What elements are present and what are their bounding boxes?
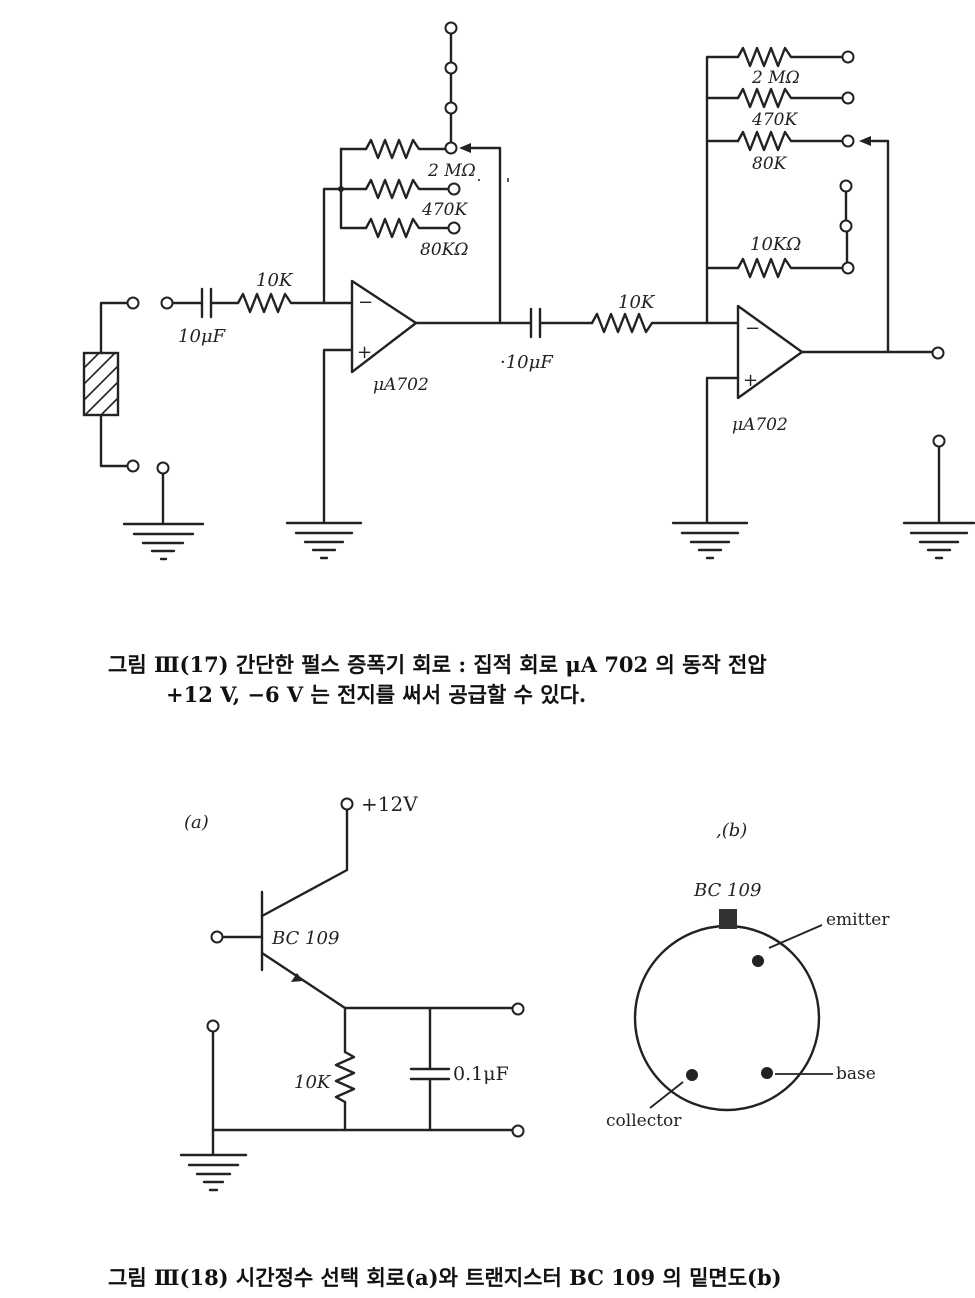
mid-resistor-label: 10K bbox=[618, 292, 656, 313]
figure-17-caption-line1: 그림 Ⅲ(17) 간단한 펄스 증폭기 회로 : 집적 회로 μA 702 의 … bbox=[108, 652, 767, 677]
input-terminals bbox=[156, 296, 174, 525]
figure-17-caption-line2: +12 V, −6 V 는 전지를 써서 공급할 수 있다. bbox=[166, 682, 587, 707]
op-amp-1-plus: + bbox=[357, 342, 372, 363]
ground-symbol-2 bbox=[285, 521, 363, 560]
figure-18-caption-text: 그림 Ⅲ(18) 시간정수 선택 회로(a)와 트랜지스터 BC 109 의 밑… bbox=[108, 1265, 782, 1290]
ground-symbol-1 bbox=[122, 522, 205, 561]
bc109-bottom-view: ,(b) BC 109 emitter base collector bbox=[606, 820, 890, 1131]
collector-label: collector bbox=[606, 1111, 682, 1131]
mid-resistor bbox=[590, 312, 709, 334]
coupling-capacitor bbox=[498, 307, 594, 339]
tab-marker bbox=[719, 909, 737, 929]
feedback-2m-label: 2 MΩ bbox=[427, 161, 476, 181]
op-amp-1-minus: − bbox=[358, 292, 373, 313]
output-ground-terminal bbox=[902, 434, 975, 560]
resistor-label: 10K bbox=[294, 1072, 332, 1093]
feedback-network-2 bbox=[705, 46, 890, 354]
op-amp-1 bbox=[322, 279, 502, 524]
supply-label: +12V bbox=[361, 792, 418, 816]
emitter-label: emitter bbox=[826, 910, 890, 930]
panel-b-label: ,(b) bbox=[716, 820, 747, 841]
base-label: base bbox=[836, 1064, 876, 1084]
rc-network bbox=[211, 1002, 525, 1138]
input-resistor bbox=[236, 292, 326, 314]
emitter-pin bbox=[752, 955, 764, 967]
bc109-transistor bbox=[222, 808, 349, 1010]
panel-a-label: (a) bbox=[184, 812, 209, 833]
feedback-470k-label: 470K bbox=[421, 200, 468, 220]
feedback2-470k-label: 470K bbox=[751, 110, 798, 130]
coupling-capacitor-label: ·10μF bbox=[500, 352, 554, 373]
op-amp-1-label: μA702 bbox=[373, 375, 429, 395]
bottom-view-title: BC 109 bbox=[693, 880, 761, 901]
input-resistor-label: 10K bbox=[256, 270, 294, 291]
feedback2-2m-label: 2 MΩ bbox=[751, 68, 800, 88]
collector-pin bbox=[686, 1069, 698, 1081]
ground-symbol-3 bbox=[671, 521, 749, 560]
op-amp-2-label: μA702 bbox=[732, 415, 788, 435]
ground-symbol-4 bbox=[179, 1019, 248, 1192]
op-amp-2-plus: + bbox=[743, 370, 758, 391]
feedback2-80k-label: 80K bbox=[752, 154, 788, 174]
time-constant-circuit: (a) +12V BC 109 10K 0.1μF bbox=[179, 792, 525, 1192]
detector-element bbox=[82, 296, 140, 473]
op-amp-2 bbox=[705, 304, 945, 524]
feedback2-10k-label: 10KΩ bbox=[750, 234, 801, 255]
capacitor-label: 0.1μF bbox=[453, 1063, 509, 1085]
base-pin bbox=[761, 1067, 773, 1079]
figure-18-caption: 그림 Ⅲ(18) 시간정수 선택 회로(a)와 트랜지스터 BC 109 의 밑… bbox=[108, 1263, 782, 1293]
feedback-network-1 bbox=[322, 21, 509, 325]
transistor-label: BC 109 bbox=[271, 928, 339, 949]
input-capacitor bbox=[171, 287, 240, 319]
input-capacitor-label: 10μF bbox=[178, 326, 227, 347]
figure-17-caption: 그림 Ⅲ(17) 간단한 펄스 증폭기 회로 : 집적 회로 μA 702 의 … bbox=[108, 650, 767, 710]
pulse-amplifier-diagram: 10μF 10K bbox=[82, 21, 975, 561]
feedback-80k-label: 80KΩ bbox=[420, 240, 468, 260]
op-amp-2-minus: − bbox=[745, 318, 760, 339]
